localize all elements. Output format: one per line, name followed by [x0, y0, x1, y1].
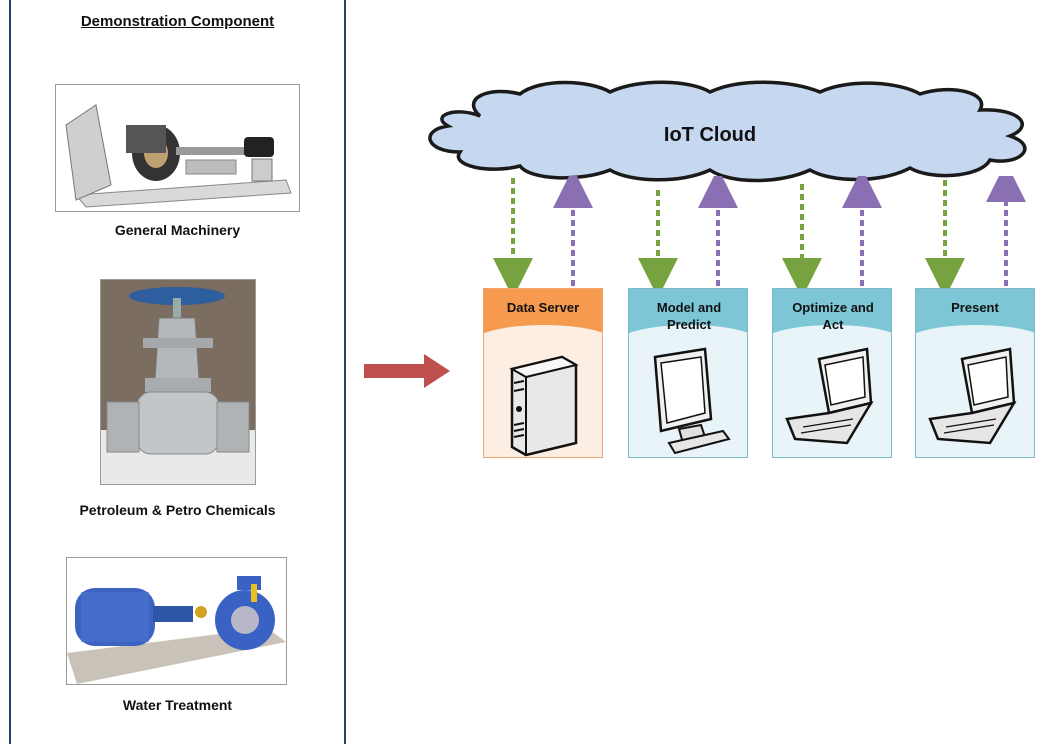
node-optimize-act: Optimize and Act: [772, 288, 892, 458]
node-present: Present: [915, 288, 1035, 458]
server-icon: [509, 355, 579, 457]
cloud-connection-arrows: [493, 176, 1026, 288]
node-data-server: Data Server: [483, 288, 603, 458]
monitor-icon: [653, 347, 731, 455]
laptop-icon: [928, 347, 1017, 445]
demonstration-panel: Demonstration Component General Machiner…: [9, 0, 346, 744]
node-label: Present: [951, 300, 999, 315]
general-machinery-caption: General Machinery: [114, 222, 241, 238]
laptop-icon: [785, 347, 874, 445]
general-machinery-image: [55, 84, 300, 212]
node-label: Optimize and Act: [792, 300, 874, 332]
petroleum-valve-image: [100, 279, 256, 485]
water-treatment-caption: Water Treatment: [122, 697, 233, 713]
iot-cloud-label: IoT Cloud: [663, 124, 757, 146]
node-label: Model and Predict: [656, 300, 722, 332]
flow-arrow-icon: [364, 354, 450, 388]
petroleum-caption: Petroleum & Petro Chemicals: [79, 502, 276, 518]
node-label: Data Server: [506, 300, 580, 315]
node-model-predict: Model and Predict: [628, 288, 748, 458]
iot-cloud-icon: [428, 80, 1027, 183]
water-pump-image: [66, 557, 287, 685]
panel-title: Demonstration Component: [80, 13, 275, 30]
